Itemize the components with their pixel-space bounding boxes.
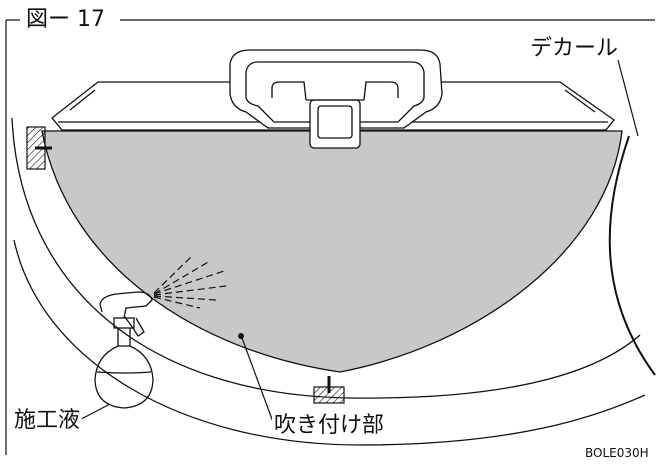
application-fluid-label: 施工液	[12, 408, 83, 433]
spray-mist	[153, 255, 227, 309]
figure-title: 図ー 17	[22, 9, 109, 31]
center-mount	[229, 49, 443, 149]
decal-curve	[608, 59, 656, 376]
hatched-markers	[26, 126, 345, 404]
spray-area-label: 吹き付け部	[272, 413, 387, 438]
spray-area-point	[238, 333, 244, 339]
figure-frame	[5, 19, 655, 455]
leader-lines	[48, 337, 278, 431]
outer-arcs	[11, 117, 646, 446]
figure-code: BOLE030H	[585, 446, 649, 460]
spray-bottle-icon	[94, 291, 154, 409]
spray-area	[41, 130, 623, 373]
decal-label: デカール	[528, 36, 621, 61]
